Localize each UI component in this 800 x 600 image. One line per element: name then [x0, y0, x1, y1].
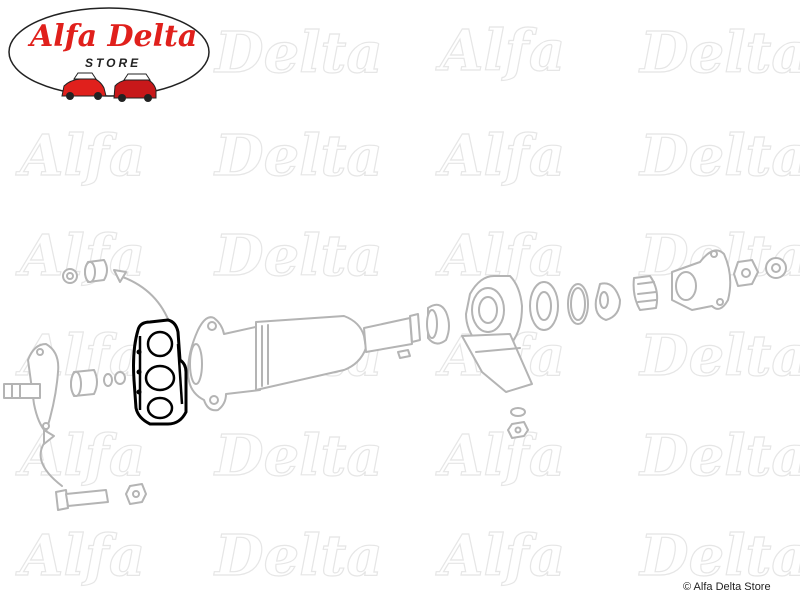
watermark-delta: Delta — [638, 423, 800, 489]
watermark-alfa: Alfa — [435, 423, 565, 489]
watermark-delta: Delta — [638, 523, 800, 589]
watermark-alfa: Alfa — [435, 18, 565, 84]
watermark-delta: Delta — [213, 423, 383, 489]
washer-part — [103, 373, 113, 387]
bushing-part — [70, 369, 98, 397]
logo-brand-text: Alfa Delta — [27, 19, 197, 54]
flange-part — [3, 343, 60, 433]
watermark-delta: Delta — [638, 123, 800, 189]
bushing-part — [84, 259, 108, 283]
cap-part — [426, 303, 450, 345]
yoke-flange-part — [671, 249, 732, 311]
washer-part — [510, 407, 526, 417]
watermark-alfa: Alfa — [435, 523, 565, 589]
watermark-delta: Delta — [213, 223, 383, 289]
arrow-head — [43, 429, 55, 445]
nut-part — [733, 259, 759, 287]
copyright-text: © Alfa Delta Store — [683, 581, 771, 593]
watermark-delta: Delta — [638, 20, 800, 86]
watermark-delta: Delta — [213, 123, 383, 189]
logo-store-text: STORE — [85, 56, 141, 70]
support-bearing-part — [461, 275, 533, 393]
nut-part — [507, 421, 529, 439]
arrow-head — [113, 269, 127, 283]
watermark-delta: Delta — [638, 323, 800, 389]
lock-washer-part — [765, 257, 787, 279]
spacer-part — [594, 282, 621, 321]
axle-shaft-part — [187, 313, 421, 412]
nut-part — [125, 483, 147, 505]
watermark-alfa: Alfa — [435, 123, 565, 189]
key-part — [397, 349, 411, 359]
seal-ring-part — [567, 283, 589, 325]
car-icon — [61, 72, 107, 100]
car-icon — [113, 73, 157, 102]
sleeve-part — [632, 275, 659, 311]
washer-part — [114, 371, 126, 385]
highlighted-bearing-housing[interactable] — [132, 318, 188, 426]
watermark-alfa: Alfa — [15, 523, 145, 589]
store-logo[interactable]: Alfa Delta STORE — [8, 7, 210, 102]
parts-layer — [3, 249, 787, 511]
watermark-alfa: Alfa — [15, 123, 145, 189]
bearing-ring-part — [529, 281, 559, 331]
watermark-delta: Delta — [213, 20, 383, 86]
watermark-delta: Delta — [213, 523, 383, 589]
watermark-alfa: Alfa — [15, 423, 145, 489]
nut-part — [62, 268, 78, 284]
bolt-part — [55, 489, 109, 511]
